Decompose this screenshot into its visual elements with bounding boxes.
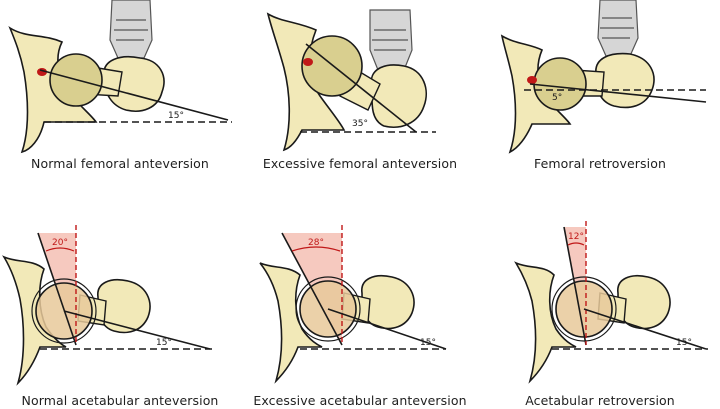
acetabular-line <box>563 226 587 346</box>
acetabular-angle-label: 20° <box>52 238 68 248</box>
diagram-femoral-retroversion: 5° <box>500 0 707 154</box>
acetabulum-rim <box>551 276 617 342</box>
diagram-normal-femoral-anteversion: 15° <box>8 0 232 154</box>
acetabular-line <box>37 232 77 346</box>
shoe-icon <box>369 9 413 71</box>
acetabulum-marker <box>303 58 313 66</box>
acetabulum-marker <box>527 76 537 84</box>
shoe-icon <box>109 0 153 59</box>
panel-acetabular-retroversion: 12° 15° Acetabular retroversion <box>480 205 720 409</box>
femoral-neck-axis <box>305 43 417 133</box>
diagram-normal-acetabular-anteversion: 20° 15° <box>2 225 212 386</box>
acetabular-angle-label: 12° <box>568 232 584 242</box>
angle-label: 15° <box>676 338 692 348</box>
caption: Acetabular retroversion <box>525 393 675 408</box>
angle-label: 15° <box>168 111 184 121</box>
panel-excessive-femoral-anteversion: 35° Excessive femoral anteversion <box>240 0 480 204</box>
acetabular-angle-arc <box>291 246 341 252</box>
caption: Excessive acetabular anteversion <box>253 393 467 408</box>
panel-excessive-acetabular-anteversion: 28° 15° Excessive acetabular anteversion <box>240 205 480 409</box>
shoe-icon <box>597 0 639 57</box>
femoral-neck-axis <box>327 308 447 350</box>
femoral-neck-axis <box>39 69 229 121</box>
panel-normal-acetabular-anteversion: 20° 15° Normal acetabular anteversion <box>0 205 240 409</box>
acetabular-angle-arc <box>45 247 75 252</box>
diagram-excessive-femoral-anteversion: 35° <box>266 9 436 152</box>
femur-condyle <box>103 56 165 112</box>
femoral-neck-axis <box>583 308 707 350</box>
panel-normal-femoral-anteversion: 15° Normal femoral anteversion <box>0 0 240 204</box>
acetabulum-rim <box>295 276 361 342</box>
pelvis-bone <box>259 262 323 384</box>
angle-label: 15° <box>156 338 172 348</box>
diagram-acetabular-retroversion: 12° 15° <box>514 221 708 384</box>
caption: Normal femoral anteversion <box>31 156 209 171</box>
panel-femoral-retroversion: 5° Femoral retroversion <box>480 0 720 204</box>
pelvis-bone <box>2 255 67 386</box>
angle-label: 5° <box>552 93 562 103</box>
caption: Excessive femoral anteversion <box>262 156 458 171</box>
acetabular-angle-arc <box>567 242 585 246</box>
acetabulum-rim <box>31 278 97 344</box>
acetabulum-marker <box>37 68 47 76</box>
caption: Normal acetabular anteversion <box>21 393 219 408</box>
pelvis-bone <box>514 261 577 384</box>
femur-condyle <box>370 64 428 128</box>
caption: Femoral retroversion <box>533 156 667 171</box>
acetabular-line <box>281 232 343 346</box>
femoral-neck-axis <box>529 83 707 103</box>
angle-label: 15° <box>420 338 436 348</box>
diagram-excessive-acetabular-anteversion: 28° 15° <box>259 225 447 384</box>
angle-label: 35° <box>352 119 368 129</box>
femur-condyle <box>595 52 655 109</box>
femoral-head <box>301 35 363 97</box>
acetabular-angle-label: 28° <box>308 238 324 248</box>
femoral-neck-axis <box>63 310 211 350</box>
